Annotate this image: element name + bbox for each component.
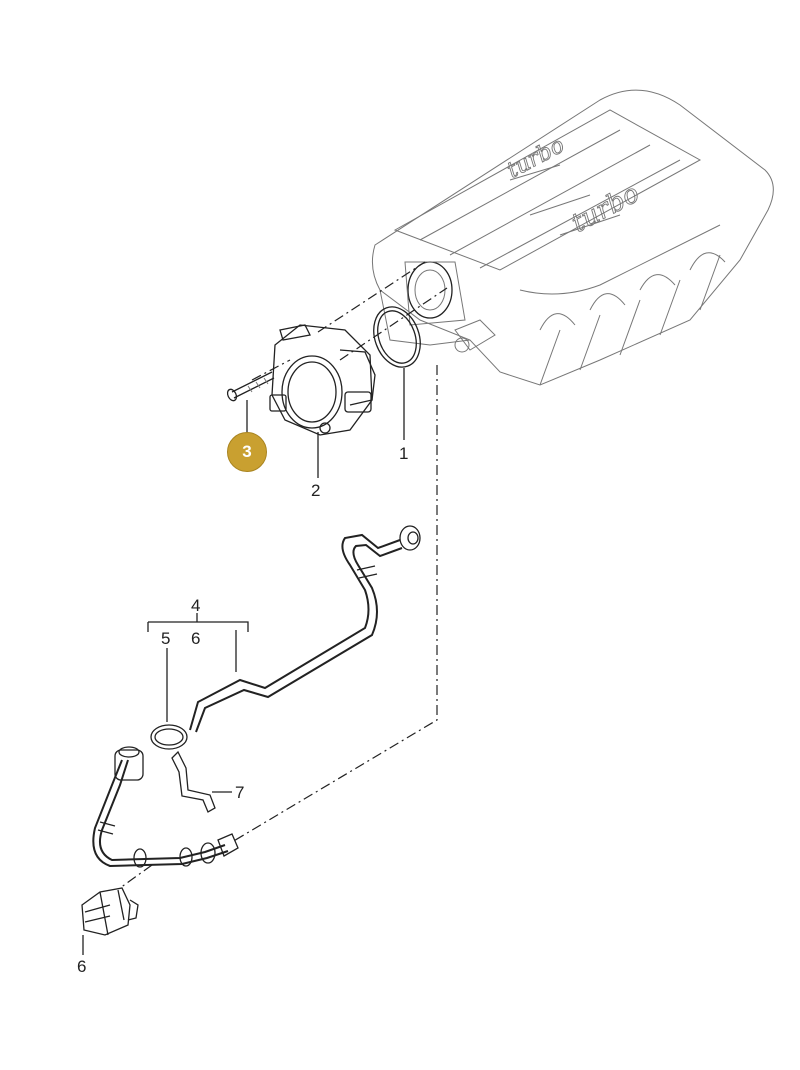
alignment-line-manifold bbox=[231, 365, 438, 843]
throttle-gasket bbox=[373, 306, 421, 368]
manifold-script-2: turbo bbox=[567, 178, 645, 238]
intake-manifold bbox=[371, 89, 774, 386]
holder-clip bbox=[81, 887, 139, 936]
alignment-line-bracket bbox=[119, 864, 153, 889]
callout-7: 7 bbox=[235, 783, 245, 802]
alignment-line-throttle-2 bbox=[339, 287, 448, 361]
callout-4: 4 bbox=[191, 596, 201, 615]
leader-lines bbox=[82, 368, 405, 955]
callout-1: 1 bbox=[399, 444, 409, 463]
lower-hose bbox=[92, 746, 239, 868]
throttle-body bbox=[269, 324, 376, 436]
alignment-line-throttle-1 bbox=[317, 261, 426, 333]
callout-2: 2 bbox=[311, 481, 321, 500]
callout-6-upper: 6 bbox=[191, 629, 201, 648]
screw bbox=[226, 371, 275, 402]
hose-clamp bbox=[150, 724, 188, 750]
bracket bbox=[171, 750, 216, 813]
callout-5: 5 bbox=[161, 629, 171, 648]
alignment-line-screw bbox=[251, 359, 291, 381]
vent-hose bbox=[189, 525, 421, 733]
callout-3-highlighted[interactable]: 3 bbox=[227, 432, 267, 472]
callout-6-lower: 6 bbox=[77, 957, 87, 976]
